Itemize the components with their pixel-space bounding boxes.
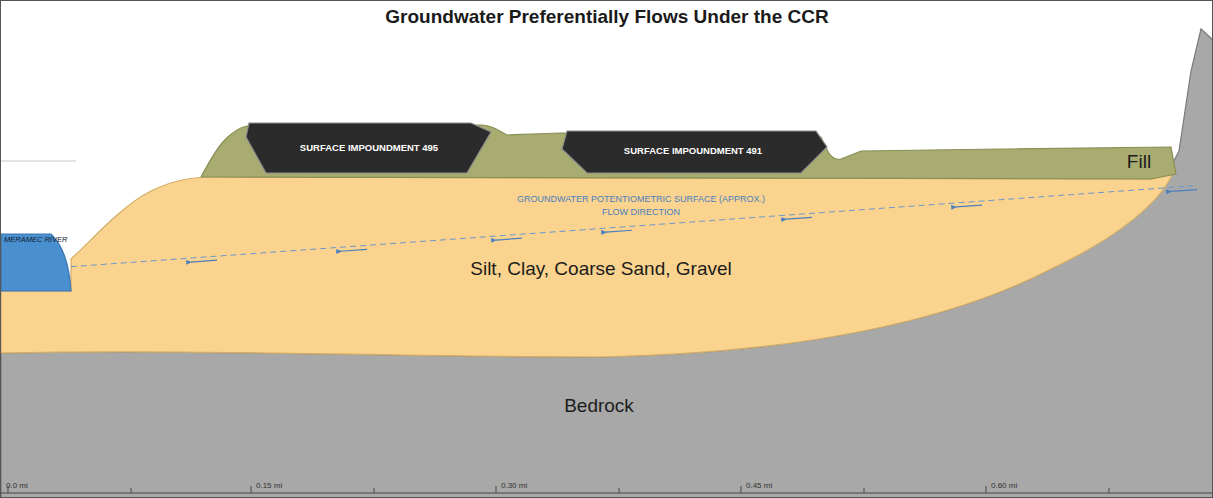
impoundment-shape-shape [246, 123, 491, 173]
flow-note: GROUNDWATER POTENTIOMETRIC SURFACE (APPR… [515, 195, 767, 205]
scale-label: 0.15 mi [254, 482, 284, 491]
scale-label: 0.45 mi [744, 482, 774, 491]
flow-arrow [956, 205, 982, 207]
sediment-layer-shape [1, 173, 1173, 357]
potentiometric-surface [11, 186, 1193, 271]
scale-label: 0.30 mi [499, 482, 529, 491]
flow-note: FLOW DIRECTION [600, 208, 682, 218]
ground-line [1, 161, 76, 162]
scale-label: 0.60 mi [989, 482, 1019, 491]
impoundment-shape-label: SURFACE IMPOUNDMENT 491 [618, 146, 768, 157]
flow-arrow [786, 217, 812, 219]
fill-layer-shape [201, 125, 1176, 179]
impoundment-shape-shape [562, 131, 827, 173]
river-shape [1, 234, 71, 291]
impoundment-shape-label: SURFACE IMPOUNDMENT 495 [294, 143, 444, 154]
fill-layer-label: Fill [1127, 151, 1151, 173]
title: Groundwater Preferentially Flows Under t… [385, 7, 828, 28]
river-label: MERAMEC RIVER [4, 236, 67, 245]
bedrock-layer-shape [1, 29, 1213, 498]
flow-arrow [496, 238, 522, 240]
flow-arrow [191, 260, 217, 262]
bedrock-layer-label: Bedrock [564, 395, 634, 417]
flow-arrow [606, 230, 632, 232]
flow-arrow [1171, 190, 1197, 192]
flow-arrow [341, 249, 367, 251]
sediment-layer-label: Silt, Clay, Coarse Sand, Gravel [470, 258, 732, 280]
